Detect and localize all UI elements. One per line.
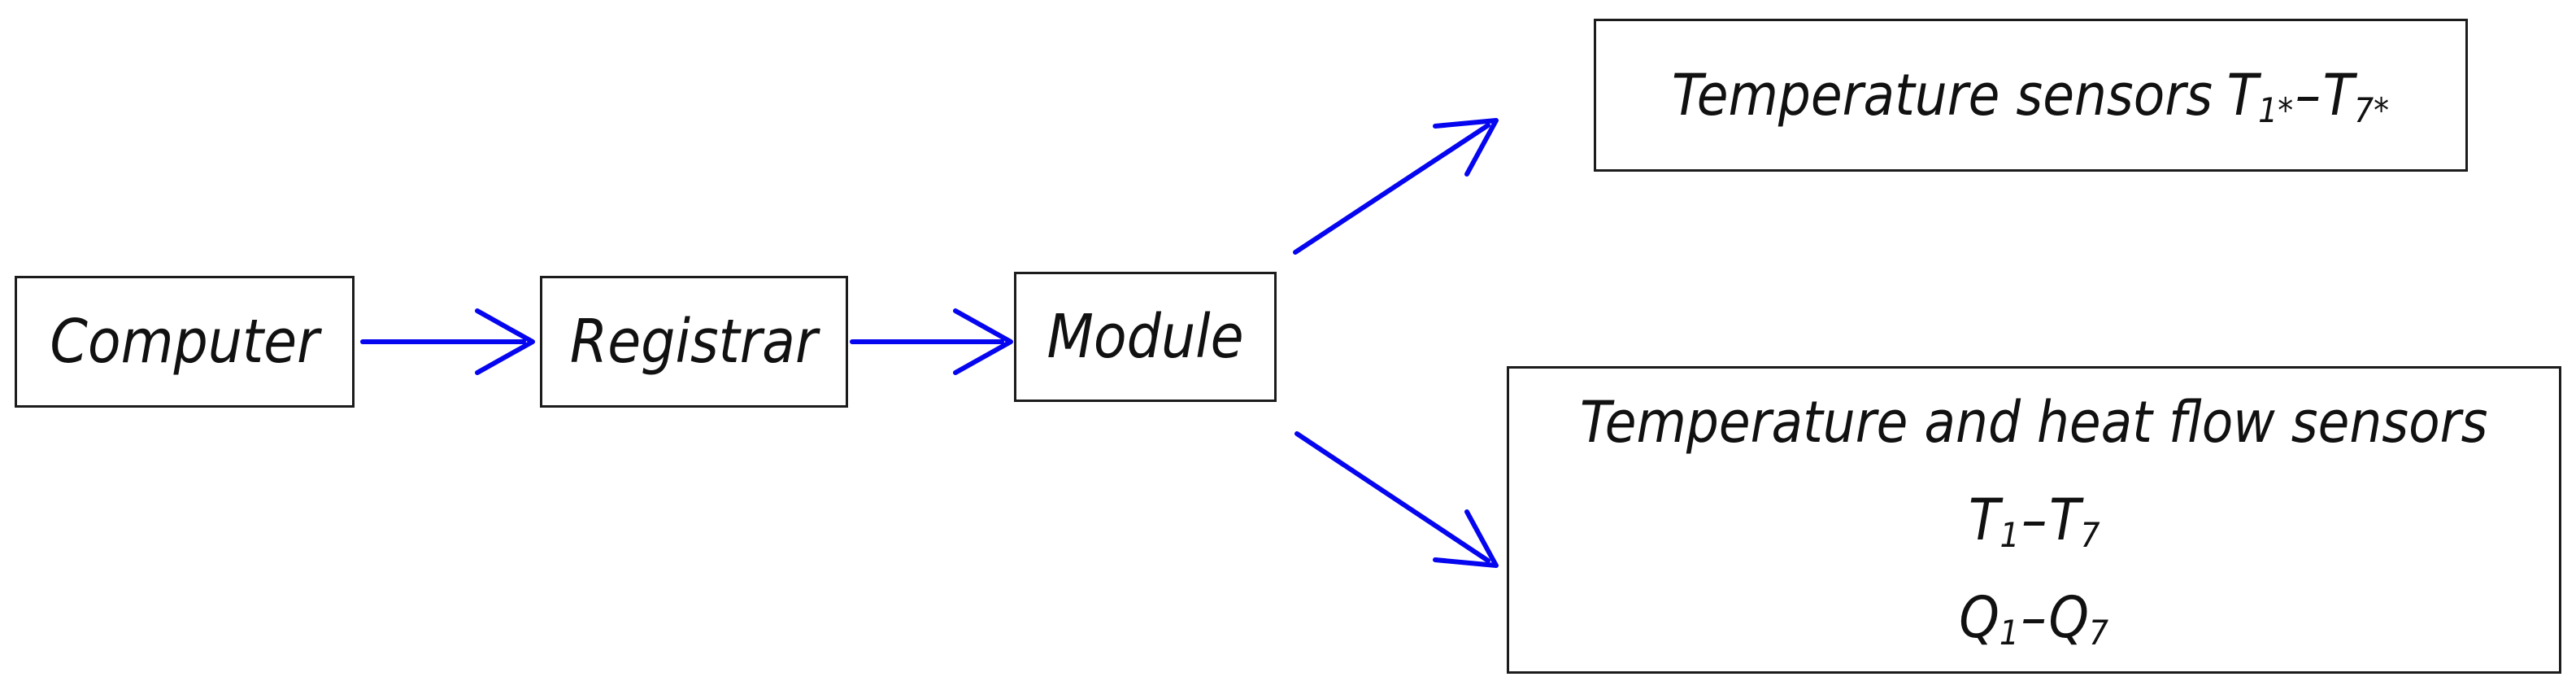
arrowhead-icon [953,308,1013,375]
module-label: Module [1046,302,1244,372]
t-sub-from: 1 [1999,515,2020,556]
t-sub-to: 7 [2080,515,2100,556]
arrow-shaft [1293,123,1490,255]
range-dash: – [2021,584,2047,651]
temperature-heat-flow-title: Temperature and heat flow sensors [1580,389,2488,456]
temperature-heat-flow-sensors-box: Temperature and heat flow sensors T1–T7 … [1507,366,2561,674]
t-symbol: T [1968,487,2000,553]
t-range: T1–T7 [1968,487,2100,556]
arrow-computer-to-registrar [360,308,535,375]
t-symbol: T [2323,62,2355,129]
arrow-module-to-temp-heat-sensors [1295,431,1499,568]
q-sub-to: 7 [2089,613,2109,653]
t-sub-from: 1* [2258,90,2294,131]
arrowhead-icon [1433,118,1499,177]
computer-box: Computer [15,276,355,408]
t-symbol: T [2227,62,2259,129]
t-sub-to: 7* [2354,90,2390,131]
registrar-box: Registrar [540,276,848,408]
arrow-shaft [1295,431,1490,563]
arrow-registrar-to-module [850,308,1013,375]
t-symbol: T [2048,487,2081,553]
q-sub-from: 1 [1999,613,2020,653]
range-dash: – [2021,487,2047,553]
arrowhead-icon [1433,509,1499,568]
q-range-line: Q1–Q7 [1951,584,2117,653]
module-box: Module [1014,272,1277,402]
q-symbol: Q [1959,584,2000,651]
temperature-heat-flow-title-line: Temperature and heat flow sensors [1530,389,2538,456]
computer-label: Computer [50,307,320,377]
q-symbol: Q [2048,584,2090,651]
t-range-line: T1–T7 [1961,487,2108,556]
temperature-sensors-prefix: Temperature sensors [1672,62,2213,129]
range-dash: – [2295,62,2321,129]
arrowhead-icon [475,308,535,375]
registrar-label: Registrar [570,307,818,377]
q-range: Q1–Q7 [1959,584,2109,653]
arrow-module-to-temp-sensors [1293,118,1499,255]
